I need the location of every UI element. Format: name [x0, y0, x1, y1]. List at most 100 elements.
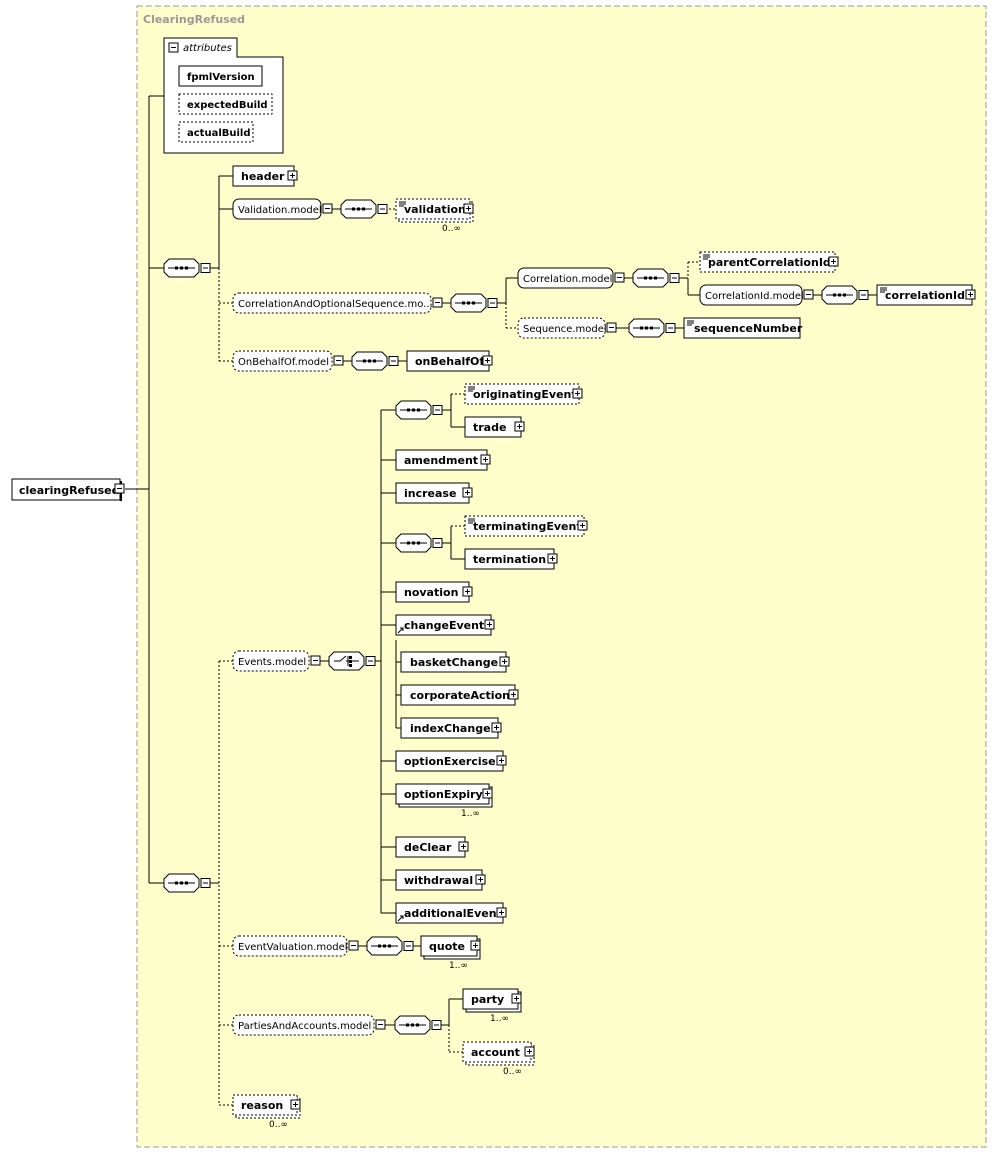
element-option-exercise-expand-icon[interactable]: [496, 755, 507, 766]
parties-accounts-sequence-compositor-collapse-icon[interactable]: [431, 1020, 442, 1030]
group-on-behalf-of-model-collapse-icon[interactable]: [333, 355, 344, 366]
element-originating-event-expand-icon[interactable]: [572, 388, 583, 399]
element-option-expiry-expand-icon[interactable]: [482, 788, 493, 799]
correlation-inner-sequence-compositor-collapse-icon[interactable]: [669, 273, 680, 283]
element-increase-expand-icon[interactable]: [462, 487, 473, 498]
attributes-collapse-icon[interactable]: [168, 42, 179, 53]
element-correlation-id-expand-icon[interactable]: [965, 289, 976, 300]
element-correlation-id[interactable]: correlationId: [876, 284, 976, 306]
main-sequence-compositor-collapse-icon[interactable]: [200, 263, 211, 273]
event-valuation-sequence-compositor-collapse-icon[interactable]: [403, 941, 414, 951]
group-event-valuation-model[interactable]: EventValuation.model: [232, 935, 359, 957]
correlation-id-sequence-compositor-collapse-icon[interactable]: [858, 290, 869, 300]
parties-accounts-sequence-compositor[interactable]: [394, 1015, 442, 1035]
events-sequence-compositor-collapse-icon[interactable]: [200, 878, 211, 888]
element-additional-event-expand-icon[interactable]: [496, 907, 507, 918]
element-de-clear-expand-icon[interactable]: [458, 841, 469, 852]
element-quote-expand-icon[interactable]: [470, 940, 481, 951]
element-party-expand-icon[interactable]: [511, 993, 522, 1004]
element-amendment-expand-icon[interactable]: [480, 454, 491, 465]
events-choice-compositor-collapse-icon[interactable]: [365, 656, 376, 666]
element-terminating-event[interactable]: terminatingEvent: [464, 515, 588, 537]
group-correlation-id-model-collapse-icon[interactable]: [803, 289, 814, 300]
correlation-sequence-compositor[interactable]: [450, 293, 498, 313]
correlation-inner-sequence-compositor[interactable]: [632, 268, 680, 288]
element-on-behalf-of[interactable]: onBehalfOf: [406, 350, 493, 372]
element-trade[interactable]: trade: [464, 416, 525, 438]
root-element-box[interactable]: clearingRefused: [11, 478, 122, 501]
group-correlation-id-model[interactable]: CorrelationId.model: [699, 284, 814, 306]
element-originating-event[interactable]: originatingEvent: [464, 383, 583, 405]
group-events-model[interactable]: Events.model: [232, 650, 321, 672]
group-events-model-collapse-icon[interactable]: [310, 655, 321, 666]
element-sequence-number[interactable]: sequenceNumber: [683, 317, 803, 339]
originating-event-sequence-compositor-collapse-icon[interactable]: [432, 405, 443, 415]
validation-sequence-compositor-collapse-icon[interactable]: [377, 204, 388, 214]
terminating-event-sequence-compositor-collapse-icon[interactable]: [432, 538, 443, 548]
terminating-event-sequence-compositor[interactable]: [395, 533, 443, 553]
group-correlation-model[interactable]: Correlation.model: [517, 267, 625, 289]
originating-event-sequence-compositor[interactable]: [395, 400, 443, 420]
element-termination[interactable]: termination: [464, 548, 558, 570]
events-sequence-compositor[interactable]: [163, 873, 211, 893]
group-correlation-and-optional-sequence-model-collapse-icon[interactable]: [432, 297, 443, 308]
element-option-exercise[interactable]: optionExercise: [395, 750, 507, 772]
element-de-clear[interactable]: deClear: [395, 836, 469, 858]
element-parent-correlation-id-expand-icon[interactable]: [828, 256, 839, 267]
group-event-valuation-model-collapse-icon[interactable]: [348, 940, 359, 951]
collapse-toggle-icon[interactable]: [114, 483, 125, 494]
main-sequence-compositor[interactable]: [163, 258, 211, 278]
element-header-expand-icon[interactable]: [287, 170, 298, 181]
attribute-expectedbuild[interactable]: expectedBuild: [178, 93, 273, 115]
group-validation-model[interactable]: Validation.model: [232, 198, 333, 220]
sequence-model-sequence-compositor[interactable]: [628, 318, 676, 338]
group-sequence-model[interactable]: Sequence.model: [517, 317, 617, 339]
event-valuation-sequence-compositor[interactable]: [366, 936, 414, 956]
element-index-change[interactable]: indexChange: [400, 717, 502, 739]
element-withdrawal[interactable]: withdrawal: [395, 869, 486, 891]
group-validation-model-collapse-icon[interactable]: [322, 203, 333, 214]
element-basket-change[interactable]: basketChange: [400, 651, 510, 673]
element-amendment[interactable]: amendment: [395, 449, 491, 471]
group-on-behalf-of-model[interactable]: OnBehalfOf.model: [232, 350, 344, 372]
events-choice-compositor[interactable]: [328, 651, 376, 671]
element-corporate-action[interactable]: corporateAction: [400, 684, 519, 706]
attribute-fpmlversion[interactable]: fpmlVersion: [178, 65, 263, 87]
element-corporate-action-expand-icon[interactable]: [508, 689, 519, 700]
group-correlation-model-collapse-icon[interactable]: [614, 272, 625, 283]
on-behalf-of-sequence-compositor-collapse-icon[interactable]: [388, 356, 399, 366]
element-terminating-event-expand-icon[interactable]: [577, 520, 588, 531]
element-parent-correlation-id[interactable]: parentCorrelationId: [699, 251, 839, 273]
element-termination-expand-icon[interactable]: [547, 553, 558, 564]
element-reason-expand-icon[interactable]: [290, 1099, 301, 1110]
element-on-behalf-of-expand-icon[interactable]: [482, 355, 493, 366]
sequence-model-sequence-compositor-collapse-icon[interactable]: [665, 323, 676, 333]
group-correlation-and-optional-sequence-model[interactable]: CorrelationAndOptionalSequence.mo...: [232, 292, 443, 314]
group-parties-and-accounts-model-collapse-icon[interactable]: [375, 1019, 386, 1030]
element-account-expand-icon[interactable]: [524, 1046, 535, 1057]
element-change-event-expand-icon[interactable]: [484, 619, 495, 630]
element-novation[interactable]: novation: [395, 581, 473, 603]
element-basket-change-expand-icon[interactable]: [499, 656, 510, 667]
element-increase[interactable]: increase: [395, 482, 473, 504]
element-withdrawal-expand-icon[interactable]: [475, 874, 486, 885]
element-change-event[interactable]: changeEvent: [395, 614, 495, 636]
element-header[interactable]: header: [232, 165, 298, 187]
element-trade-expand-icon[interactable]: [514, 421, 525, 432]
element-additional-event[interactable]: additionalEvent: [395, 902, 507, 924]
group-parties-and-accounts-model[interactable]: PartiesAndAccounts.model: [232, 1014, 386, 1036]
correlation-sequence-compositor-collapse-icon[interactable]: [487, 298, 498, 308]
element-index-change-expand-icon[interactable]: [491, 722, 502, 733]
attribute-actualbuild[interactable]: actualBuild: [178, 121, 254, 143]
group-sequence-model-collapse-icon[interactable]: [606, 322, 617, 333]
correlation-id-sequence-compositor[interactable]: [821, 285, 869, 305]
element-validation-expand-icon[interactable]: [463, 203, 474, 214]
validation-sequence-compositor[interactable]: [340, 199, 388, 219]
on-behalf-of-sequence-compositor[interactable]: [351, 351, 399, 371]
